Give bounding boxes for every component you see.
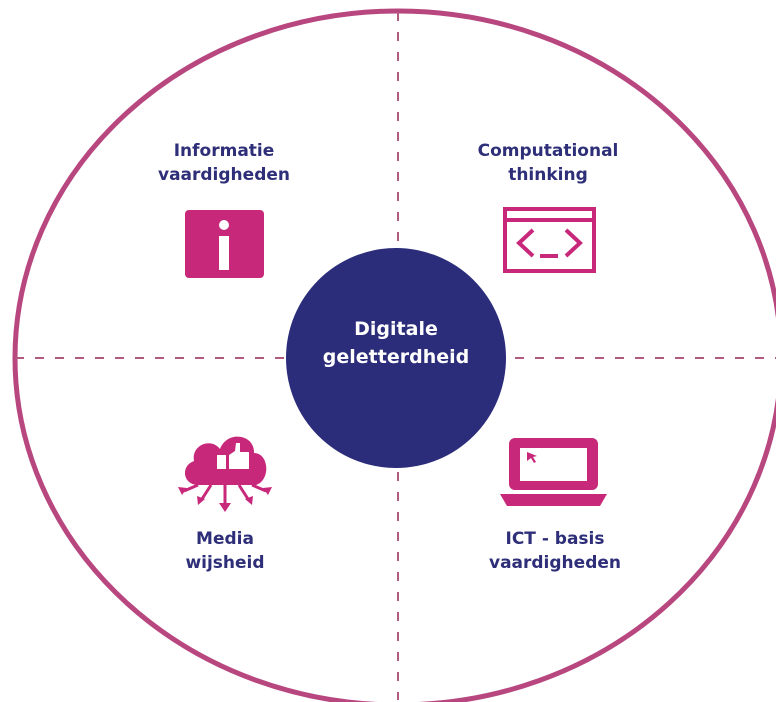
label-media-line-2: wijsheid [185,553,265,573]
label-media-line-1: Media [196,529,254,549]
center-title-line-2: geletterdheid [322,346,470,368]
label-ict-basisvaardigheden: ICT - basis vaardigheden [475,527,635,575]
label-ict-line-2: vaardigheden [488,553,621,573]
label-informatie-vaardigheden: Informatie vaardigheden [144,139,304,187]
cloud-social-icon [178,436,272,512]
label-computational-line-1: Computational [477,141,619,161]
label-ict-line-1: ICT - basis [505,529,605,549]
center-title: Digitale geletterdheid [296,315,496,371]
label-informatie-line-2: vaardigheden [157,165,290,185]
center-circle [286,248,506,468]
code-window-icon [503,207,596,273]
info-icon [185,210,264,278]
label-computational-thinking: Computational thinking [458,139,638,187]
label-media-wijsheid: Media wijsheid [150,527,300,575]
center-title-line-1: Digitale [354,318,438,340]
laptop-icon [500,438,607,506]
label-computational-line-2: thinking [508,165,588,185]
label-informatie-line-1: Informatie [173,141,275,161]
